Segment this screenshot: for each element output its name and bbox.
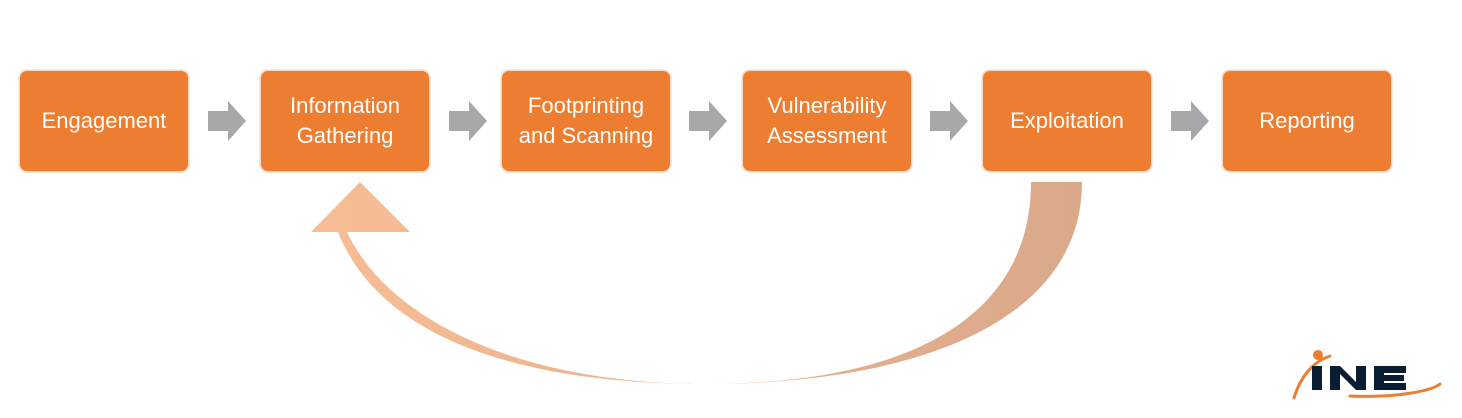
step-label: Footprinting and Scanning	[518, 93, 654, 148]
step-engagement: Engagement	[19, 70, 189, 172]
step-information-gathering: Information Gathering	[260, 70, 430, 172]
step-label: Engagement	[41, 108, 167, 133]
flow-arrow-icon	[449, 101, 487, 141]
ine-logo	[1292, 350, 1442, 400]
step-vulnerability-assessment: Vulnerability Assessment	[742, 70, 912, 172]
step-label: Vulnerability Assessment	[767, 93, 887, 148]
step-reporting: Reporting	[1222, 70, 1392, 172]
step-label: Information Gathering	[289, 93, 401, 148]
step-label: Exploitation	[1010, 108, 1124, 133]
step-exploitation: Exploitation	[982, 70, 1152, 172]
step-footprinting-and-scanning: Footprinting and Scanning	[501, 70, 671, 172]
flow-arrow-icon	[689, 101, 727, 141]
flow-arrow-icon	[208, 101, 246, 141]
flow-arrow-icon	[930, 101, 968, 141]
step-label: Reporting	[1259, 108, 1355, 133]
flow-arrow-icon	[1171, 101, 1209, 141]
loop-arrow-body	[311, 182, 1082, 384]
